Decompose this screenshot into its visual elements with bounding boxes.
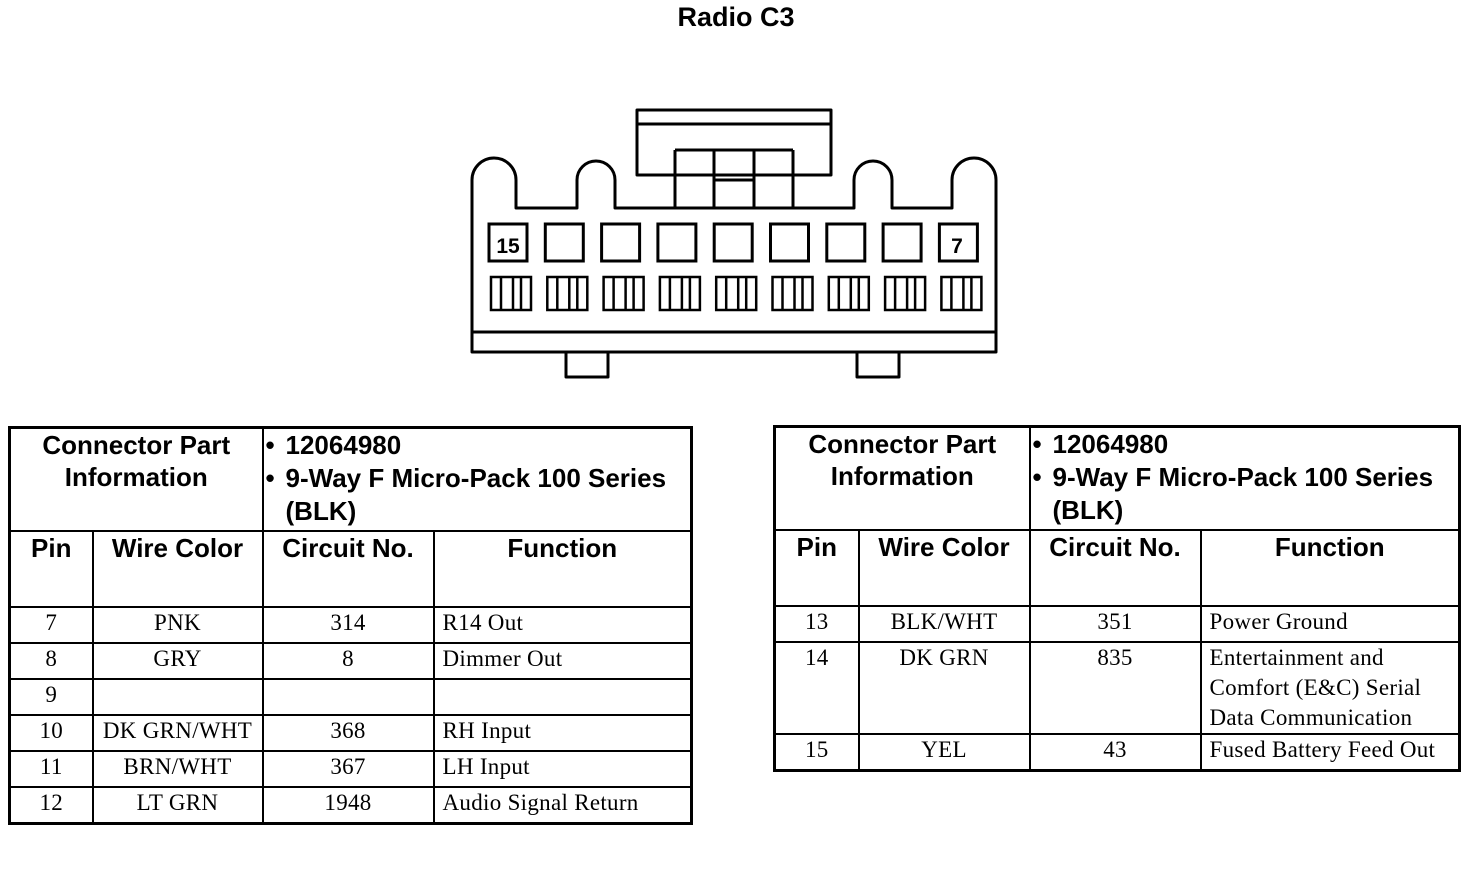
- wire-color-cell: [91, 678, 264, 716]
- circuit-cell: 367: [261, 750, 435, 788]
- wire-color-cell: DK GRN/WHT: [91, 714, 264, 752]
- connector-table-right: Connector Part Information 12064980 9-Wa…: [773, 425, 1462, 772]
- connector-latch: [635, 108, 833, 208]
- circuit-cell: 314: [261, 606, 435, 644]
- pin-cavity: [881, 222, 923, 263]
- terminal-slot: [771, 275, 814, 312]
- circuit-cell: 368: [261, 714, 435, 752]
- connector-bottom-tab: [855, 350, 901, 379]
- circuit-cell: 1948: [261, 786, 435, 825]
- column-header-circuit-no: Circuit No.: [261, 530, 435, 608]
- column-header-pin: Pin: [8, 530, 94, 608]
- column-header-function: Function: [1199, 529, 1461, 607]
- terminal-slot: [883, 275, 927, 312]
- part-description: 9-Way F Micro-Pack 100 Series (BLK): [1031, 461, 1459, 527]
- function-cell: Fused Battery Feed Out: [1199, 733, 1461, 772]
- pin-cavity: [769, 222, 810, 263]
- wire-color-cell: YEL: [857, 733, 1031, 772]
- terminal-slot: [658, 275, 702, 312]
- circuit-cell: [261, 678, 435, 716]
- circuit-cell: 43: [1028, 733, 1202, 772]
- table-row: 14 DK GRN 835 Entertainment and Comfort …: [773, 641, 1461, 735]
- pin-cell: 8: [8, 642, 94, 680]
- wire-color-cell: BLK/WHT: [857, 605, 1031, 643]
- terminal-slot: [714, 275, 758, 312]
- pin-cell: 12: [8, 786, 94, 825]
- wire-color-cell: PNK: [91, 606, 264, 644]
- wire-color-cell: LT GRN: [91, 786, 264, 825]
- terminal-slot: [827, 275, 871, 312]
- function-cell: Entertainment and Comfort (E&C) Serial D…: [1199, 641, 1461, 735]
- part-number: 12064980: [1031, 428, 1459, 461]
- diagram-title: Radio C3: [677, 2, 795, 32]
- function-cell: Dimmer Out: [432, 642, 693, 680]
- wire-color-cell: DK GRN: [857, 641, 1031, 735]
- connector-face-diagram: 15 7: [470, 108, 998, 379]
- pin-cavity: [825, 222, 867, 263]
- table-row: 9: [8, 678, 693, 716]
- connector-table-left: Connector Part Information 12064980 9-Wa…: [8, 426, 694, 825]
- pin-cell: 7: [8, 606, 94, 644]
- function-cell: RH Input: [432, 714, 693, 752]
- table-row: 7 PNK 314 R14 Out: [8, 606, 693, 644]
- function-cell: Audio Signal Return: [432, 786, 693, 825]
- pin-cavity: [937, 222, 979, 263]
- pin-cell: 11: [8, 750, 94, 788]
- pin-cavity: [487, 222, 529, 263]
- connector-part-info-values: 12064980 9-Way F Micro-Pack 100 Series (…: [261, 426, 693, 532]
- function-cell: R14 Out: [432, 606, 693, 644]
- wire-color-cell: BRN/WHT: [91, 750, 264, 788]
- terminal-slot: [546, 275, 589, 312]
- connector-body-outline: [470, 156, 998, 354]
- pin-label-15: 15: [496, 235, 520, 258]
- pin-cell: 9: [8, 678, 94, 716]
- pin-cell: 10: [8, 714, 94, 752]
- table-row: 12 LT GRN 1948 Audio Signal Return: [8, 786, 693, 825]
- column-header-pin: Pin: [773, 529, 860, 607]
- column-header-function: Function: [432, 530, 693, 608]
- table-row: 13 BLK/WHT 351 Power Ground: [773, 605, 1461, 643]
- wire-color-cell: GRY: [91, 642, 264, 680]
- pin-cavity: [600, 222, 642, 263]
- terminal-slot: [940, 275, 983, 312]
- column-header-wire-color: Wire Color: [857, 529, 1031, 607]
- connector-part-info-values: 12064980 9-Way F Micro-Pack 100 Series (…: [1028, 425, 1461, 531]
- pin-cavity: [543, 222, 585, 263]
- table-row: 10 DK GRN/WHT 368 RH Input: [8, 714, 693, 752]
- pin-cell: 14: [773, 641, 860, 735]
- circuit-cell: 835: [1028, 641, 1202, 735]
- function-cell: Power Ground: [1199, 605, 1461, 643]
- function-cell: [432, 678, 693, 716]
- pin-cavity: [656, 222, 698, 263]
- connector-part-info-label: Connector Part Information: [8, 426, 264, 532]
- column-header-wire-color: Wire Color: [91, 530, 264, 608]
- terminal-slot: [602, 275, 645, 312]
- circuit-cell: 351: [1028, 605, 1202, 643]
- part-number: 12064980: [264, 429, 691, 462]
- terminal-slot: [489, 275, 533, 312]
- connector-part-info-label: Connector Part Information: [773, 425, 1031, 531]
- part-description: 9-Way F Micro-Pack 100 Series (BLK): [264, 462, 691, 528]
- table-row: 8 GRY 8 Dimmer Out: [8, 642, 693, 680]
- pin-cell: 15: [773, 733, 860, 772]
- pin-label-7: 7: [951, 235, 963, 258]
- circuit-cell: 8: [261, 642, 435, 680]
- pin-cell: 13: [773, 605, 860, 643]
- table-row: 15 YEL 43 Fused Battery Feed Out: [773, 733, 1461, 772]
- function-cell: LH Input: [432, 750, 693, 788]
- column-header-circuit-no: Circuit No.: [1028, 529, 1202, 607]
- pin-cavity: [712, 222, 754, 263]
- connector-bottom-tab: [564, 350, 610, 379]
- table-row: 11 BRN/WHT 367 LH Input: [8, 750, 693, 788]
